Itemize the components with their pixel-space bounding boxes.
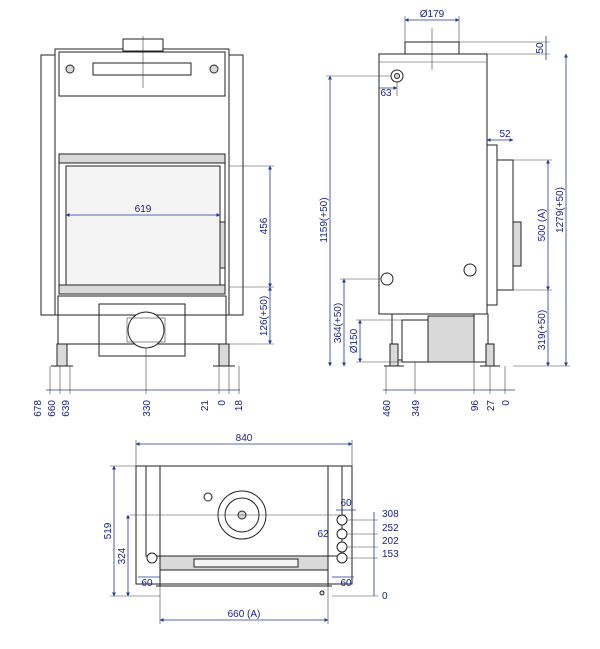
side-door-profile [496,159,514,291]
front-right-panel [228,54,244,316]
dim-bottom-width: 660 (A) [228,609,261,620]
front-width-labels: 678 660 639 330 21 0 18 [33,400,245,417]
side-water-out-icon [463,263,477,277]
dim-outlet-dia: Ø150 [349,328,360,353]
dim-18: 18 [234,400,245,412]
dim-side-0: 0 [501,400,512,406]
side-front-lower [473,313,489,363]
plan-small-port-icon [203,492,213,502]
side-depth-labels: 460 349 96 27 0 [382,400,512,417]
plan-view: 840 519 324 60 62 60 60 308 252 202 153 … [103,433,399,624]
dim-460: 460 [382,400,393,417]
dim-frame-total: 1279(+50) [555,187,566,233]
front-foot-right [218,343,230,367]
dim-21: 21 [200,400,211,412]
plan-connector-3-icon [336,541,348,553]
dim-frame-depth: 52 [499,129,511,140]
front-glass [65,165,221,288]
side-view: Ø179 50 63 52 1159(+50) 364(+50) Ø150 12… [319,9,570,417]
front-view: 619 456 126(+50) 678 660 639 330 21 0 18 [33,36,274,417]
dim-flue-dia: Ø179 [420,9,445,20]
dim-202: 202 [382,536,399,547]
dim-lower-height: 126(+50) [259,296,270,336]
dim-660: 660 [47,400,58,417]
side-foot-front [485,343,495,367]
plan-glass [193,558,299,568]
dim-total-depth: 519 [103,522,114,539]
side-outlet [401,319,429,363]
dim-flue-offset: 63 [380,88,392,99]
front-bolt-left-icon [65,64,75,74]
dim-153: 153 [382,549,399,560]
plan-connector-2-icon [336,528,348,540]
plan-connector-left-icon [146,552,158,564]
dim-total-height: 1159(+50) [319,197,330,242]
dim-small-60-right: 60 [340,578,352,589]
dim-639: 639 [61,400,72,417]
dim-outlet-height: 364(+50) [333,303,344,343]
dim-678: 678 [33,400,44,417]
dim-330: 330 [142,400,153,417]
dim-glass-height: 456 [259,217,270,234]
front-bolt-right-icon [209,64,219,74]
dim-small-60-top: 60 [340,498,352,509]
front-outlet-ring [127,311,165,349]
dim-small-62: 62 [317,529,329,540]
side-handle [512,221,522,267]
dim-total-width: 840 [236,433,253,444]
front-door-bottom-rail [58,284,226,295]
dim-27: 27 [486,400,497,412]
dim-96: 96 [470,400,481,412]
front-left-panel [40,54,56,316]
plan-handle-icon [319,590,325,596]
front-top-chamber [58,51,226,97]
side-water-in-icon [380,272,394,286]
dim-door-height: 500 (A) [537,209,548,242]
plan-connector-1-icon [336,514,348,526]
front-handle [219,221,226,269]
front-outlet-inner [126,317,166,343]
front-foot-left [56,343,68,367]
plan-right-labels: 308 252 202 153 0 [382,509,399,602]
dim-top-offset: 50 [535,42,546,54]
side-foot-back [389,343,399,367]
side-door-frame [486,144,498,306]
front-control-plate [92,62,192,76]
plan-connector-4-icon [336,552,348,564]
dim-308: 308 [382,509,399,520]
front-outlet-box [98,303,186,357]
dim-small-60-left: 60 [141,578,153,589]
dim-center-depth: 324 [117,547,128,564]
dim-0: 0 [217,400,228,406]
dim-glass-width: 619 [135,204,152,215]
front-door-top-rail [58,153,226,164]
dim-349: 349 [411,400,422,417]
dim-base-height: 319(+50) [537,310,548,350]
dim-plan-0: 0 [382,591,388,602]
dim-252: 252 [382,523,399,534]
side-outlet-box [427,315,475,363]
